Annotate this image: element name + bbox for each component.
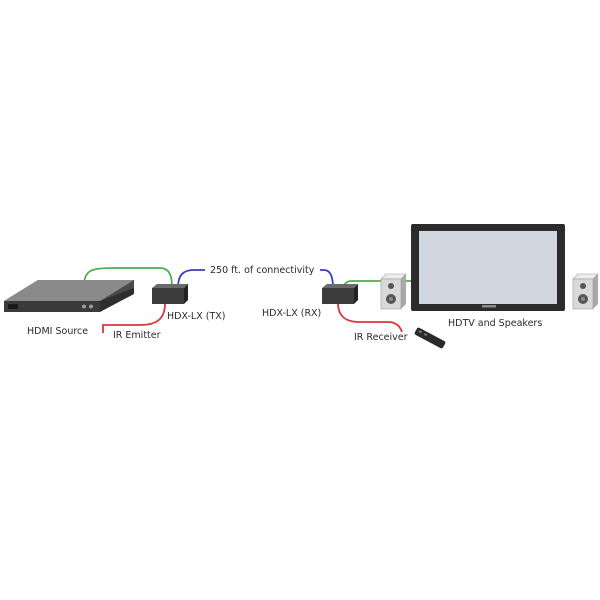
hdmi-cable-source-to-tx bbox=[83, 267, 173, 287]
ir-emitter-cable bbox=[102, 302, 166, 333]
label-hdmi-source: HDMI Source bbox=[27, 326, 88, 337]
receiver-box-icon bbox=[322, 284, 358, 304]
speaker-icon-right bbox=[572, 273, 599, 310]
transmitter-box-icon bbox=[152, 284, 188, 304]
label-rx: HDX-LX (RX) bbox=[262, 308, 321, 319]
hdtv-icon bbox=[411, 224, 565, 311]
hdmi-source-device-icon bbox=[4, 280, 134, 312]
ir-receiver-cable bbox=[337, 302, 403, 333]
label-tx: HDX-LX (TX) bbox=[167, 311, 225, 322]
label-ir-receiver: IR Receiver bbox=[354, 332, 408, 343]
label-ir-emitter: IR Emitter bbox=[113, 330, 161, 341]
label-hdtv-speakers: HDTV and Speakers bbox=[448, 318, 542, 329]
label-connectivity: 250 ft. of connectivity bbox=[210, 265, 315, 276]
remote-control-icon bbox=[414, 327, 446, 349]
speaker-icon-left bbox=[380, 273, 407, 310]
